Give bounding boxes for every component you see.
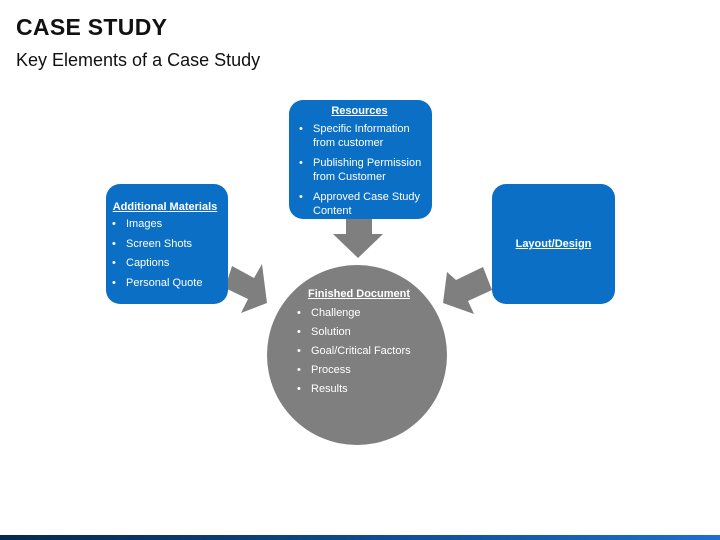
list-item: Screen Shots <box>108 237 222 251</box>
list-item: Solution <box>293 325 425 339</box>
additional-materials-heading: Additional Materials <box>112 201 218 213</box>
slide-subtitle: Key Elements of a Case Study <box>16 50 261 70</box>
list-item: Challenge <box>293 306 425 320</box>
resources-heading: Resources <box>331 105 388 117</box>
layout-design-heading: Layout/Design <box>515 238 592 250</box>
finished-document-list: Challenge Solution Goal/Critical Factors… <box>293 306 425 396</box>
list-item: Specific Information from customer <box>295 122 424 150</box>
resources-box: Resources Specific Information from cust… <box>289 100 432 219</box>
list-item: Images <box>108 217 222 231</box>
arrow-layout-to-document <box>443 267 492 314</box>
finished-document-heading: Finished Document <box>307 288 411 300</box>
list-item: Process <box>293 363 425 377</box>
list-item: Personal Quote <box>108 276 222 290</box>
resources-list: Specific Information from customer Publi… <box>295 122 424 218</box>
list-item: Captions <box>108 256 222 270</box>
additional-materials-box: Additional Materials Images Screen Shots… <box>106 184 228 304</box>
list-item: Goal/Critical Factors <box>293 344 425 358</box>
arrow-resources-to-document <box>333 219 383 258</box>
list-item: Publishing Permission from Customer <box>295 156 424 184</box>
finished-document-circle: Finished Document Challenge Solution Goa… <box>267 265 447 445</box>
list-item: Results <box>293 382 425 396</box>
footer-bar <box>0 535 720 540</box>
arrow-materials-to-document <box>225 264 267 313</box>
list-item: Approved Case Study Content <box>295 190 424 218</box>
slide-title: CASE STUDY <box>16 14 168 40</box>
additional-materials-list: Images Screen Shots Captions Personal Qu… <box>108 217 222 290</box>
layout-design-box: Layout/Design <box>492 184 615 304</box>
